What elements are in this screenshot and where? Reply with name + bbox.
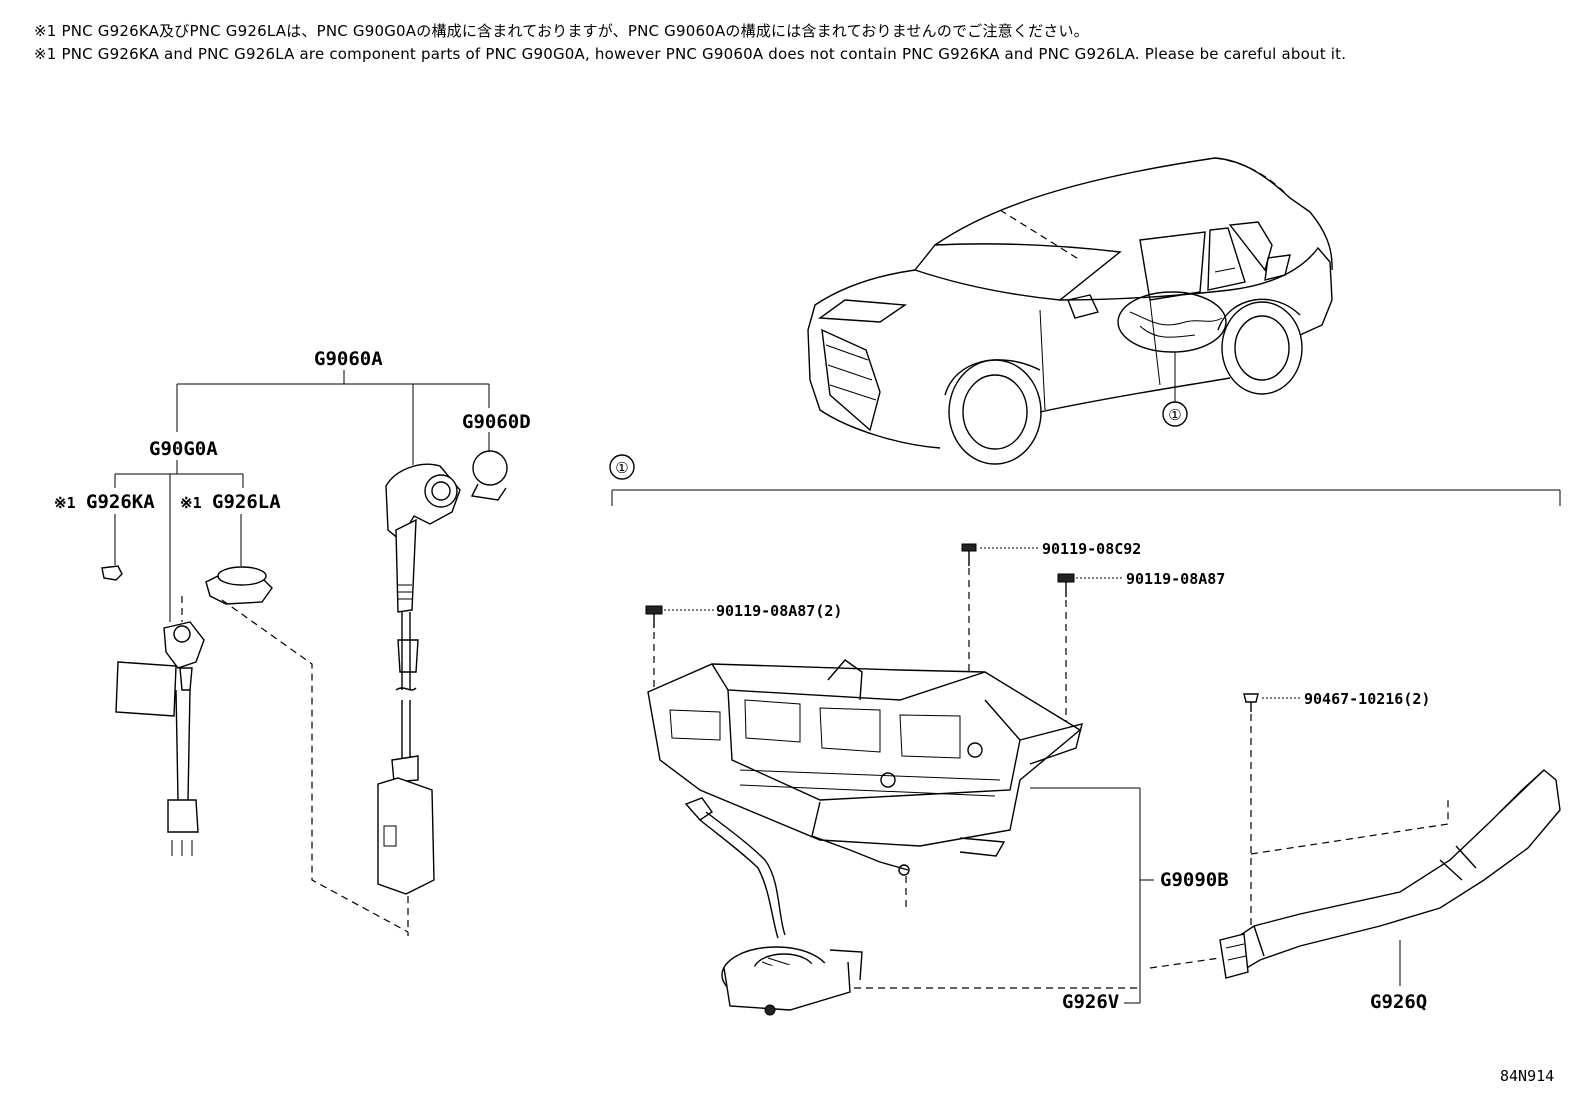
label-bolt-08a87-x2: 90119-08A87(2) [716, 602, 842, 620]
part-g926q-duct: G926Q [1149, 769, 1561, 1013]
label-clip-10216: 90467-10216(2) [1304, 690, 1430, 708]
part-g926ka [101, 565, 123, 581]
part-g90g0a-cable [115, 596, 205, 856]
vehicle-illustration: ① [807, 157, 1333, 465]
label-g926q: G926Q [1370, 991, 1427, 1013]
bolt-90119-08a87: 90119-08A87 [1057, 570, 1225, 735]
label-g926v: G926V [1062, 991, 1119, 1013]
illustration-id: 84N914 [1500, 1067, 1554, 1085]
label-g9090b: G9090B [1160, 869, 1229, 891]
part-g9090b-charger-unit: G9090B [647, 659, 1229, 1003]
vehicle-ref-mark: ① [1168, 406, 1181, 424]
g9060a-group: G9060A G9060D G90G0A ※1 G926KA ※1 G926LA [54, 348, 531, 622]
part-g9060a-charger [377, 463, 461, 936]
clip-90467-10216: 90467-10216(2) [1243, 690, 1430, 935]
note-english: ※1 PNC G926KA and PNC G926LA are compone… [34, 45, 1347, 63]
label-note-mark-1: ※1 [54, 494, 76, 512]
part-g926la [205, 566, 409, 933]
part-g9060d [470, 450, 508, 501]
label-g90g0a: G90G0A [149, 438, 218, 460]
bolt-90119-08c92: 90119-08C92 [961, 540, 1141, 680]
note-japanese: ※1 PNC G926KA及びPNC G926LAは、PNC G90G0Aの構成… [34, 22, 1089, 40]
part-g926v-sensor: G926V [684, 797, 1140, 1016]
label-g9060d: G9060D [462, 411, 531, 433]
label-note-mark-2: ※1 [180, 494, 202, 512]
detail-section-bracket: ① [609, 454, 1561, 506]
detail-ref-mark: ① [615, 459, 628, 477]
label-g9060a: G9060A [314, 348, 383, 370]
label-bolt-08a87: 90119-08A87 [1126, 570, 1225, 588]
label-g926la: G926LA [212, 491, 281, 513]
label-bolt-08c92: 90119-08C92 [1042, 540, 1141, 558]
label-g926ka: G926KA [86, 491, 155, 513]
